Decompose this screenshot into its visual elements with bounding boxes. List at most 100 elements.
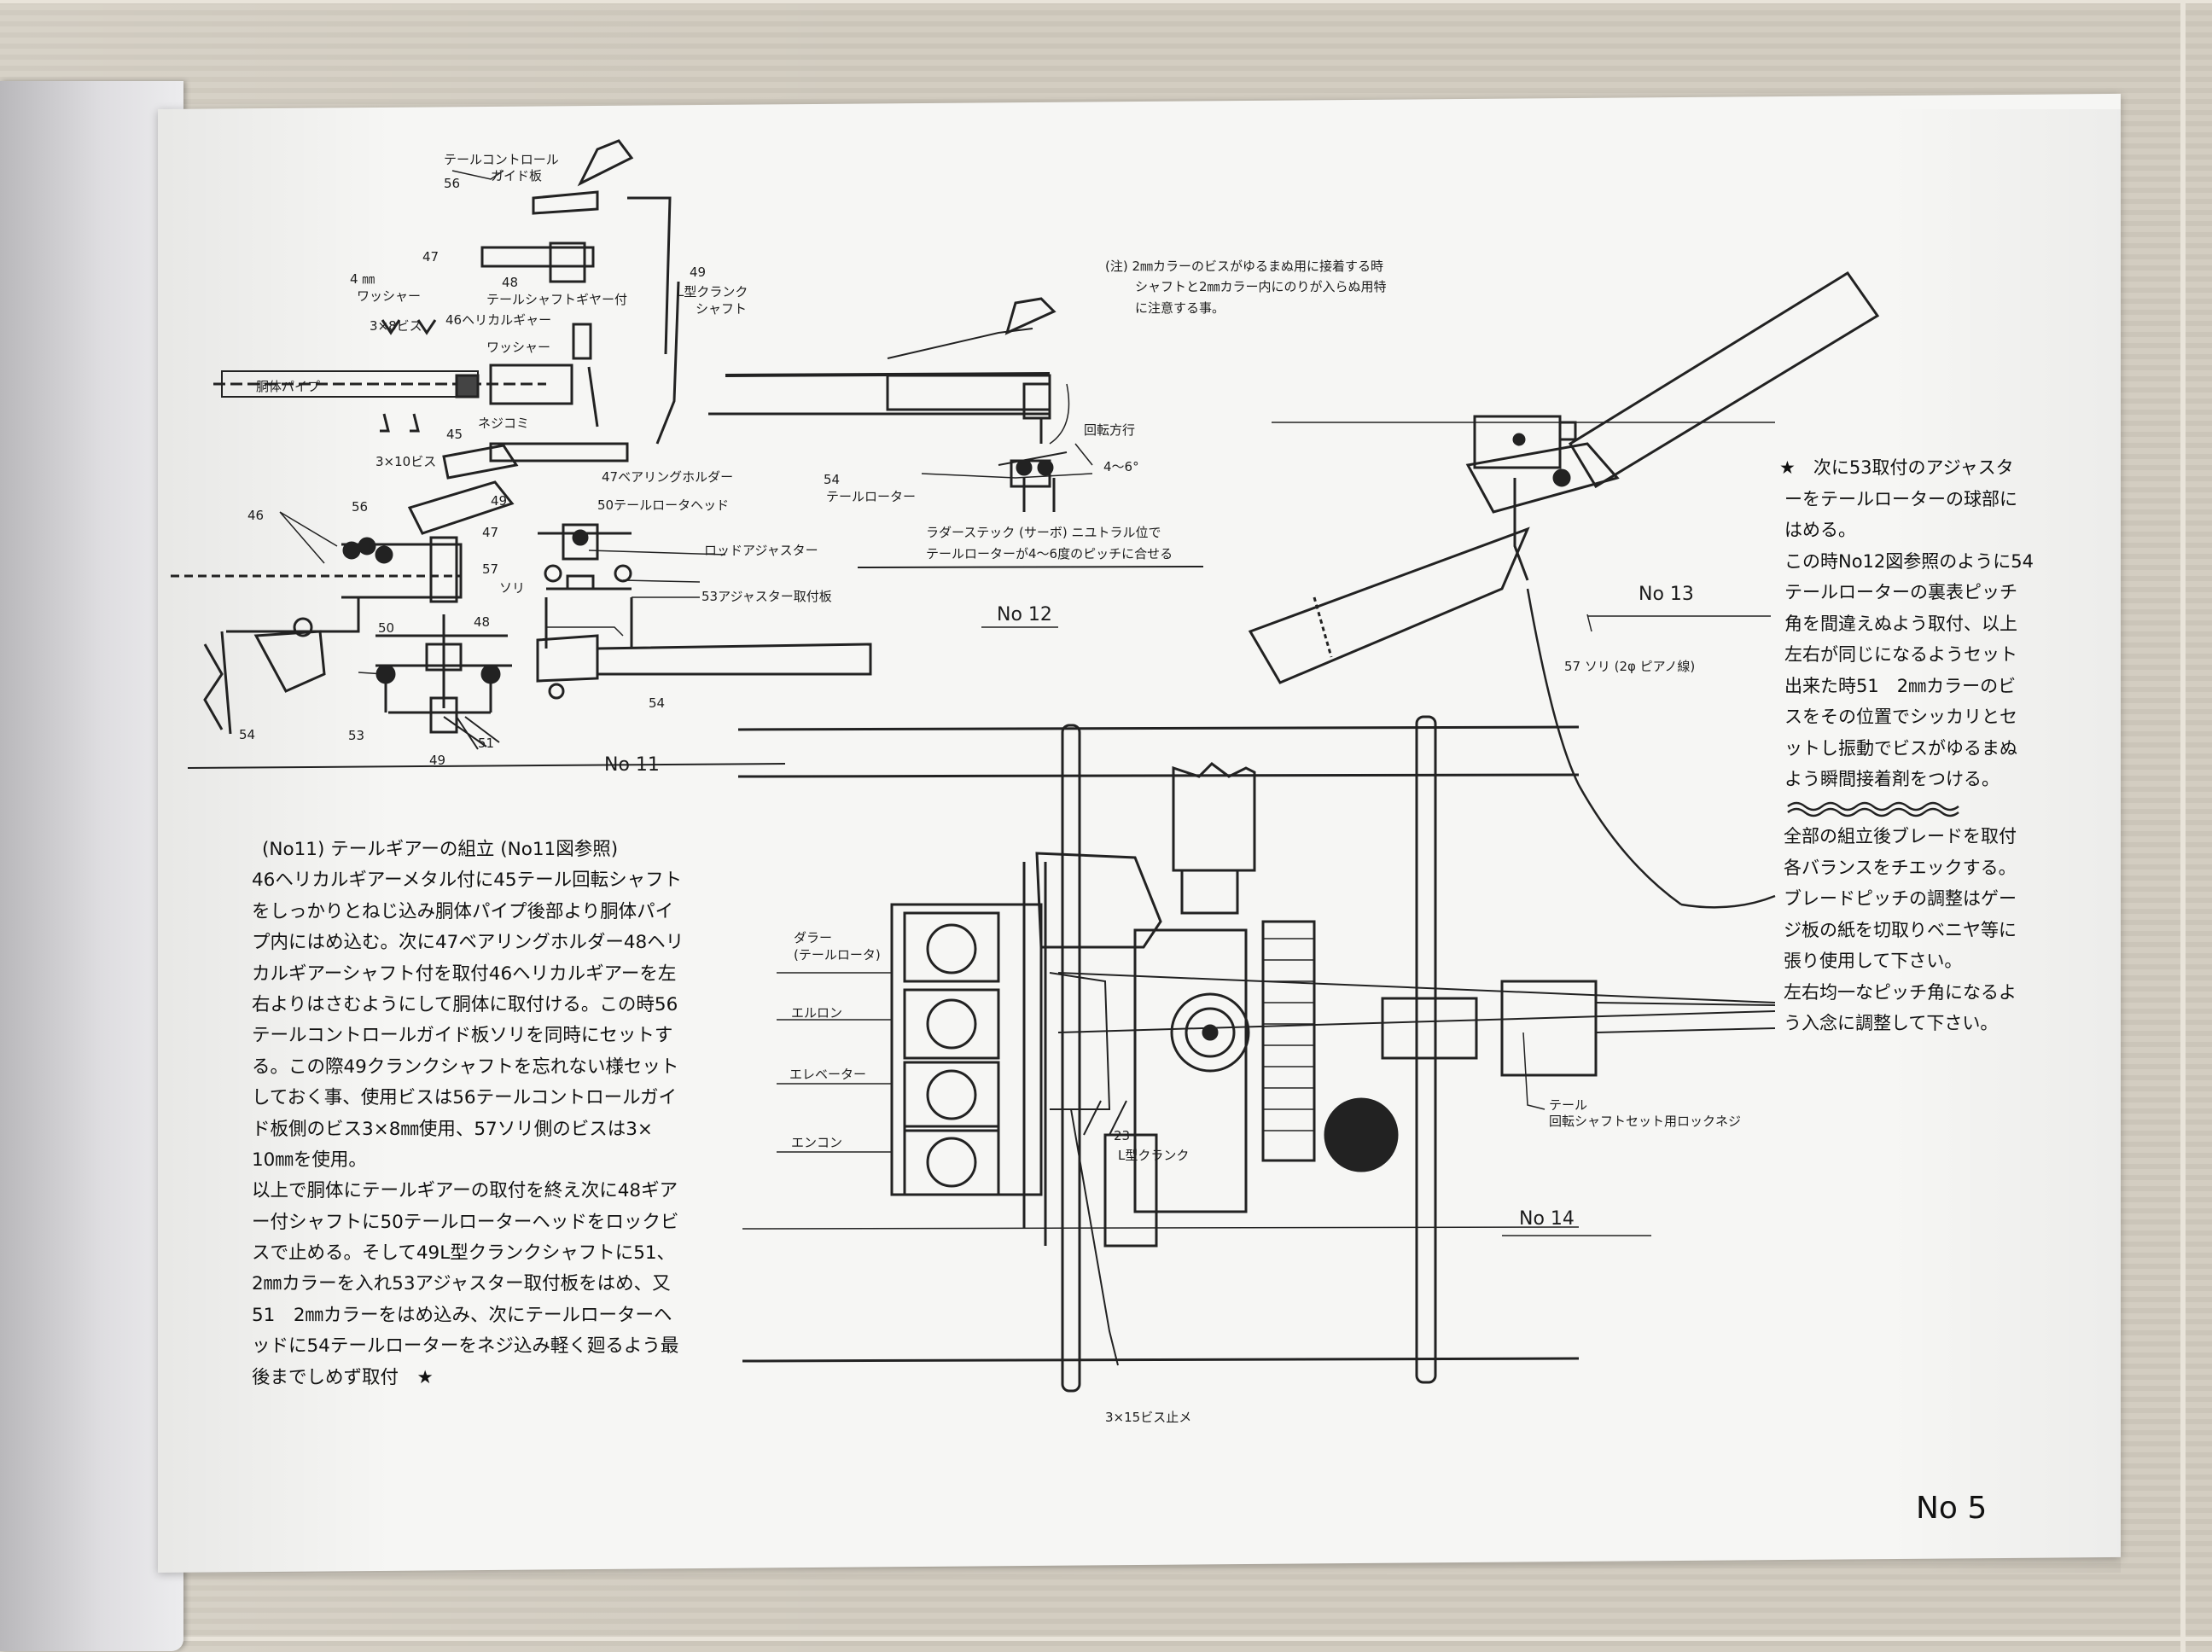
right-line: 全部の組立後ブレードを取付 [1784,826,2017,846]
left-line: る。この際49クランクシャフトを忘れない様セット [252,1056,679,1078]
fig11-label-51: 51 [478,736,495,751]
left-line: 後までしめず取付 ★ [252,1366,434,1388]
fig12-label-rotation: 回転方行 [1084,422,1136,438]
fig11-label-49-crank: 49 [690,265,707,280]
fig14-label-aileron: エルロン [791,1005,843,1021]
left-line: 46ヘリカルギアーメタル付に45テール回転シャフト [252,870,683,892]
fig11-label-54b: 54 [239,727,256,742]
tile-grout-line [0,1637,2212,1641]
fig11-title: No 11 [604,754,660,776]
fig11-label-48: 48 [502,275,519,290]
left-line: 以上で胴体にテールギアーの取付を終え次に48ギア [252,1180,678,1202]
fig11-label-50: 50 [378,620,395,636]
fig11-label-guide-plate: ガイド板 [491,168,543,183]
fig11-label-tail-control: テールコントロール [444,152,559,167]
fig11-label-48b: 48 [474,614,491,630]
right-line: 左右均一なピッチ角になるよ [1784,981,2017,1003]
fig12-label-tail-rotor: テールローター [826,489,917,504]
right-line: ーをテールローターの球部に [1784,488,2017,509]
right-instructions-b: 全部の組立後ブレードを取付 各バランスをチエックする。 ブレードピッチの調整はゲ… [1784,821,2017,1039]
fig13-title: No 13 [1639,584,1694,605]
fig14-label-tail-rotor: (テールロータ) [794,947,881,963]
fig14-label-lock-screw: 回転シャフトセット用ロックネジ [1549,1114,1742,1129]
fig11-label-49b: 49 [491,493,508,509]
fig11-label-rod-adjuster: ロッドアジャスター [704,543,818,558]
right-line: 張り使用して下さい。 [1784,951,1963,971]
right-line: テールローターの裏表ピッチ [1784,582,2017,602]
fig13-drawing [1248,270,1880,909]
fig11-label-45: 45 [446,427,463,442]
fig12-title: No 12 [997,604,1052,625]
fig11-label-tail-rotor-head: 50テールロータヘッド [597,497,730,513]
left-line: プ内にはめ込む。次に47ベアリングホルダー48ヘリ [252,932,684,954]
right-line: 出来た時51 2㎜カラーのビ [1784,675,2017,696]
fig11-label-washer4mm: 4 ㎜ [350,271,375,287]
fig11-label-shaft: シャフト [696,301,748,317]
left-line: カルギアーシャフト付を取付46ヘリカルギアーを左 [252,963,677,985]
fig14-label-engine-control: エンコン [791,1135,843,1150]
fig14-label-23: 23 [1114,1128,1131,1143]
left-line: 右よりはさむようにして胴体に取付ける。この時56 [252,993,678,1015]
fig11-label-screw-3x10: 3×10ビス [375,454,437,469]
right-line: ★ 次に53取付のアジャスタ [1779,457,2014,478]
fig11-label-53: 53 [348,728,365,743]
fig14-label-l-crank: L型クランク [1118,1148,1190,1163]
fig12-note-line-3: に注意する事。 [1135,300,1225,316]
left-line: ー付シャフトに50テールローターヘッドをロックビ [252,1211,679,1233]
left-line: しておく事、使用ビスは56テールコントロールガイ [252,1087,677,1109]
fig11-label-47b: 47 [482,525,499,540]
fig12-note-line-2: シャフトと2㎜カラー内にのりが入らぬ用特 [1135,279,1387,294]
right-line: ジ板の紙を切取りベニヤ等に [1784,919,2017,940]
wave-separator-2 [1787,807,1959,817]
fig14-label-rudder: ダラー [794,930,833,945]
left-line: をしっかりとねじ込み胴体パイプ後部より胴体パイ [252,900,674,922]
right-line: 角を間違えぬよう取付、以上 [1784,613,2017,634]
left-line: テールコントロールガイド板ソリを同時にセットす [252,1025,673,1047]
fig14-label-screw-stop: 3×15ビス止メ [1105,1410,1192,1425]
left-heading: (No11) テールギアーの組立 (No11図参照) [262,839,619,860]
fig11-label-46-helical: 46ヘリカルギャー [445,312,552,328]
fig11-label-washer-2: ワッシャー [486,340,551,355]
right-line: 各バランスをチエックする。 [1784,857,2017,878]
underlying-page [0,81,183,1651]
fig11-label-l-crank: L型クランク [677,284,748,300]
wave-separator [1787,801,1959,811]
left-line: ド板側のビス3×8㎜使用、57ソリ側のビスは3× [252,1118,653,1140]
left-instructions: (No11) テールギアーの組立 (No11図参照) 46ヘリカルギアーメタル付… [252,835,684,1393]
fig12-note-line-1: (注) 2㎜カラーのビスがゆるまぬ用に接着する時 [1105,259,1384,274]
right-line: ットし振動でビスがゆるまぬ [1784,737,2017,759]
fig11-label-body-pipe: 胴体パイプ [256,379,321,394]
right-line: よう瞬間接着剤をつける。 [1784,769,2000,789]
fig14-drawing [737,715,1776,1393]
left-line: 51 2㎜カラーをはめ込み、次にテールローターヘ [252,1304,672,1326]
right-line: この時No12図参照のように54 [1784,550,2034,572]
fig11-label-56b: 56 [352,499,369,515]
fig11-label-adjuster-plate: 53アジャスター取付板 [701,589,832,604]
fig12-label-54: 54 [824,472,841,487]
fig11-label-56: 56 [444,176,461,191]
left-line: スで止める。そして49L型クランクシャフトに51、 [252,1242,676,1265]
fig11-label-49c: 49 [429,753,446,768]
left-line: 10㎜を使用。 [252,1149,367,1171]
fig12-label-angle: 4～6° [1103,459,1139,474]
fig11-drawing [171,139,872,769]
right-line: 左右が同じになるようセット [1784,644,2017,665]
fig11-label-screw-in: ネジコミ [478,416,530,431]
left-line: 2㎜カラーを入れ53アジャスター取付板をはめ、又 [252,1273,671,1295]
fig14-title: No 14 [1519,1208,1575,1230]
right-line: う入念に調整して下さい。 [1784,1013,1999,1033]
fig11-label-54a: 54 [649,695,666,711]
tile-grout-line [2180,0,2186,1652]
right-line: ブレードピッチの調整はゲー [1784,888,2017,909]
fig11-label-57: 57 [482,561,499,577]
right-instructions-a: ★ 次に53取付のアジャスタ ーをテールローターの球部に はめる。 この時No1… [1779,452,2034,795]
fig13-label-sori: 57 ソリ (2φ ピアノ線) [1564,659,1696,674]
fig12-caption-line-2: テールローターが4～6度のピッチに合せる [926,546,1173,561]
fig11-label-screw-3x8: 3×8ビス [370,318,422,334]
fig14-label-elevator: エレベーター [789,1067,867,1082]
page-number: No 5 [1916,1491,1988,1526]
fig11-label-46b: 46 [247,508,265,523]
left-line: ッドに54テールローターをネジ込み軽く廻るよう最 [252,1335,679,1358]
right-line: スをその位置でシッカリとセ [1784,707,2017,727]
